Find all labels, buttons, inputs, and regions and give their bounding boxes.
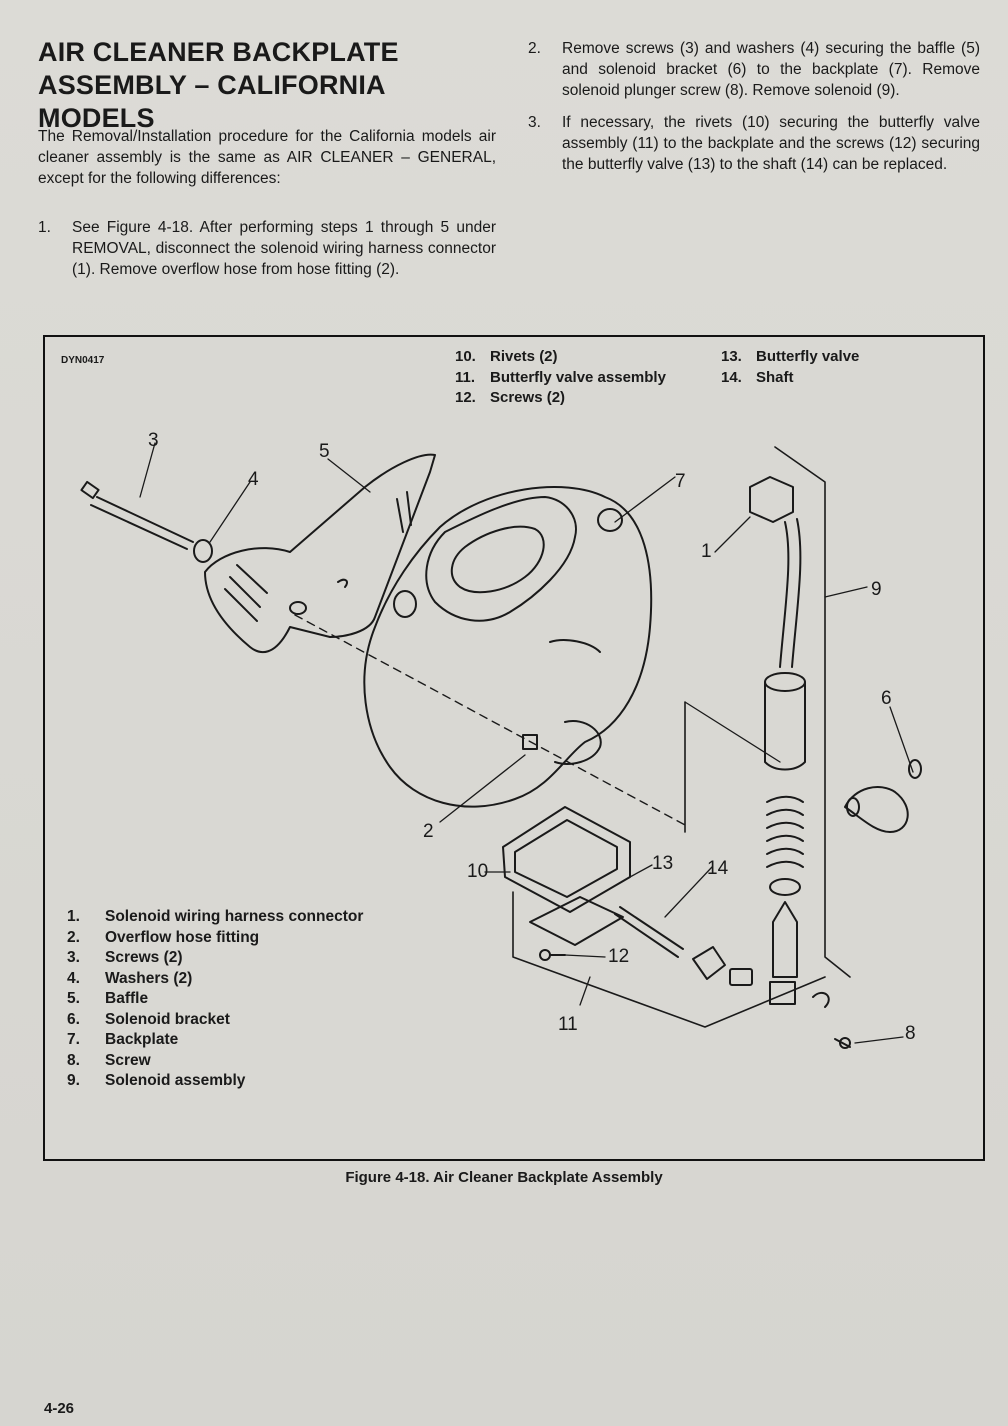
solenoid-part xyxy=(749,476,830,1008)
callout-item: 2. Overflow hose fitting xyxy=(67,928,363,949)
callout-list-top-right: 13. Butterfly valve 14. Shaft xyxy=(721,347,859,388)
intro-paragraph: The Removal/Installation procedure for t… xyxy=(38,128,496,187)
steps-column-left: 1. See Figure 4-18. After performing ste… xyxy=(38,217,496,291)
exploded-diagram: 3 4 5 7 1 9 6 2 10 13 14 12 11 8 xyxy=(80,430,922,1049)
callout-label: Shaft xyxy=(756,368,794,386)
diagram-label-3: 3 xyxy=(148,430,159,451)
diagram-label-11: 11 xyxy=(558,1014,578,1035)
callout-number: 3. xyxy=(67,949,80,966)
callout-number: 11. xyxy=(455,368,476,386)
callout-label: Screw xyxy=(105,1051,151,1069)
callout-label: Screws (2) xyxy=(105,949,183,966)
callout-label: Butterfly valve assembly xyxy=(490,368,666,386)
diagram-label-1: 1 xyxy=(701,541,712,562)
callout-item: 6. Solenoid bracket xyxy=(67,1010,363,1031)
callout-label: Solenoid wiring harness connector xyxy=(105,908,364,925)
callout-item: 1. Solenoid wiring harness connector xyxy=(67,907,363,928)
step-text: Remove screws (3) and washers (4) securi… xyxy=(562,40,980,99)
callout-label: Overflow hose fitting xyxy=(105,928,260,946)
callout-item: 7. Backplate xyxy=(67,1030,363,1051)
diagram-label-2: 2 xyxy=(423,821,434,842)
callout-number: 12. xyxy=(455,389,476,406)
washer-part xyxy=(193,539,213,563)
diagram-label-9: 9 xyxy=(871,579,882,600)
diagram-label-7: 7 xyxy=(675,471,686,492)
steps-column-right: 2. Remove screws (3) and washers (4) sec… xyxy=(528,38,980,186)
bracket-part xyxy=(844,786,909,833)
callout-label: Washers (2) xyxy=(105,969,193,987)
callout-label: Baffle xyxy=(105,990,149,1007)
callout-number: 4. xyxy=(67,969,80,987)
callout-item: 5. Baffle xyxy=(67,989,363,1010)
callout-label: Backplate xyxy=(105,1031,179,1048)
callout-number: 6. xyxy=(67,1010,80,1028)
callout-number: 8. xyxy=(67,1051,80,1069)
section-title-line-1: AIR CLEANER BACKPLATE xyxy=(38,37,399,67)
callout-item: 12. Screws (2) xyxy=(455,388,666,409)
callout-number: 7. xyxy=(67,1031,80,1048)
callout-label: Solenoid assembly xyxy=(105,1072,246,1089)
callout-label: Rivets (2) xyxy=(490,348,558,365)
callout-label: Solenoid bracket xyxy=(105,1010,230,1028)
diagram-label-14: 14 xyxy=(707,858,729,879)
callout-item: 13. Butterfly valve xyxy=(721,347,859,368)
callout-label: Screws (2) xyxy=(490,389,566,406)
step-number: 1. xyxy=(38,219,51,236)
callout-item: 8. Screw xyxy=(67,1051,363,1072)
callout-number: 10. xyxy=(455,348,476,365)
diagram-label-12: 12 xyxy=(608,946,629,967)
backplate-part xyxy=(363,486,653,808)
callout-item: 3. Screws (2) xyxy=(67,948,363,969)
baffle-part xyxy=(204,453,436,654)
section-title-line-2: ASSEMBLY – CALIFORNIA MODELS xyxy=(38,70,385,133)
callout-number: 5. xyxy=(67,990,80,1007)
figure-code: DYN0417 xyxy=(61,355,105,366)
callout-item: 10. Rivets (2) xyxy=(455,347,666,368)
callout-item: 14. Shaft xyxy=(721,368,859,389)
step-1: 1. See Figure 4-18. After performing ste… xyxy=(38,217,496,280)
step-text: See Figure 4-18. After performing steps … xyxy=(72,219,496,278)
diagram-label-8: 8 xyxy=(905,1023,916,1044)
step-number: 2. xyxy=(528,40,541,57)
callout-list-legend: 1. Solenoid wiring harness connector 2. Ov… xyxy=(67,907,363,1092)
page-number: 4-26 xyxy=(44,1400,75,1417)
callout-item: 4. Washers (2) xyxy=(67,969,363,990)
section-title: AIR CLEANER BACKPLATE ASSEMBLY – CALIFOR… xyxy=(38,36,508,135)
callout-number: 13. xyxy=(721,348,742,365)
screw-part xyxy=(80,480,194,550)
diagram-label-4: 4 xyxy=(248,469,259,490)
step-number: 3. xyxy=(528,114,541,131)
figure-box: 3 4 5 7 1 9 6 2 10 13 14 12 11 8 DYN0417… xyxy=(43,335,985,1161)
callout-number: 2. xyxy=(67,928,80,946)
diagram-label-13: 13 xyxy=(652,853,673,874)
diagram-label-6: 6 xyxy=(881,688,892,709)
callout-list-top: 10. Rivets (2) 11. Butterfly valve assembl… xyxy=(455,347,666,409)
callout-number: 1. xyxy=(67,908,80,925)
diagram-label-10: 10 xyxy=(467,861,488,882)
step-text: If necessary, the rivets (10) securing t… xyxy=(562,114,980,173)
figure-caption: Figure 4-18. Air Cleaner Backplate Assem… xyxy=(345,1169,663,1186)
callout-item: 11. Butterfly valve assembly xyxy=(455,368,666,389)
callout-label: Butterfly valve xyxy=(756,348,860,365)
callout-number: 14. xyxy=(721,368,742,386)
callout-number: 9. xyxy=(67,1072,80,1089)
callout-item: 9. Solenoid assembly xyxy=(67,1071,363,1092)
step-3: 3. If necessary, the rivets (10) securin… xyxy=(528,112,980,175)
step-2: 2. Remove screws (3) and washers (4) sec… xyxy=(528,38,980,101)
diagram-label-5: 5 xyxy=(319,441,330,462)
